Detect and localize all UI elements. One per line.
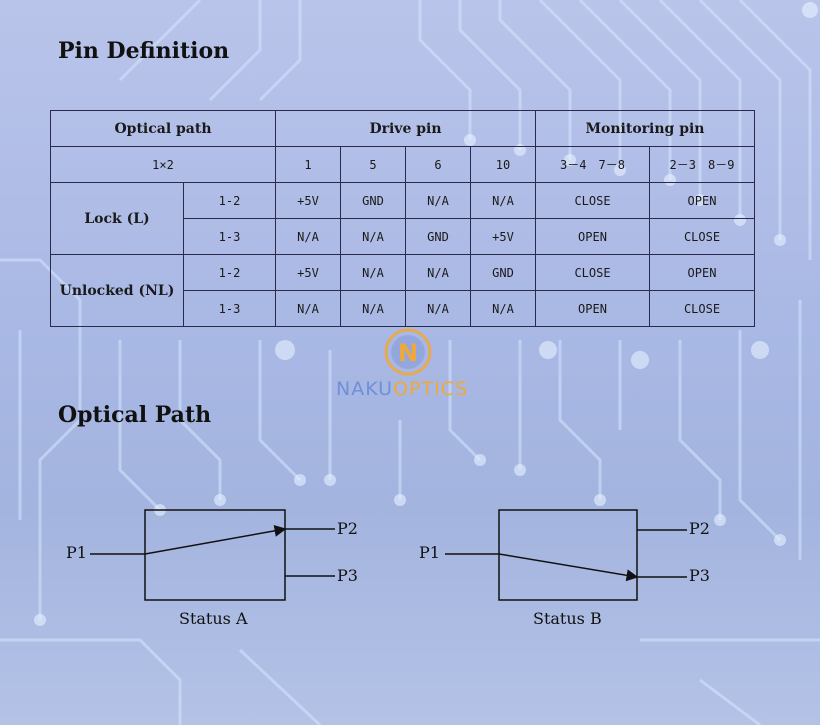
drive-cell: N/A bbox=[470, 182, 536, 219]
drive-cell: N/A bbox=[340, 254, 406, 291]
pin-definition-table: Optical path Drive pin Monitoring pin 1×… bbox=[50, 110, 755, 327]
light-path-arrow bbox=[144, 524, 287, 555]
drive-cell: N/A bbox=[340, 290, 406, 327]
monitor-cell: CLOSE bbox=[535, 254, 650, 291]
drive-cell: N/A bbox=[405, 290, 471, 327]
config-cell: 1×2 bbox=[50, 146, 276, 183]
drive-cell: +5V bbox=[275, 182, 341, 219]
logo-text-optics: OPTICS bbox=[393, 378, 469, 400]
table-header-row: Optical path Drive pin Monitoring pin bbox=[50, 110, 755, 147]
header-monitoring-pin: Monitoring pin bbox=[535, 110, 755, 147]
drive-cell: N/A bbox=[405, 254, 471, 291]
monitor-cell: CLOSE bbox=[649, 290, 755, 327]
nakuoptics-logo: N bbox=[384, 328, 432, 376]
drive-pin-number: 10 bbox=[470, 146, 536, 183]
drive-cell: GND bbox=[405, 218, 471, 255]
monitor-cell: CLOSE bbox=[535, 182, 650, 219]
status-b-diagram: P1 P2 P3 Status B bbox=[415, 495, 735, 635]
drive-cell: N/A bbox=[340, 218, 406, 255]
drive-cell: N/A bbox=[275, 218, 341, 255]
monitor-cell: OPEN bbox=[649, 182, 755, 219]
port-p3-label: P3 bbox=[337, 566, 358, 585]
drive-cell: GND bbox=[470, 254, 536, 291]
switch-box bbox=[498, 509, 638, 601]
port-p2-label: P2 bbox=[689, 519, 710, 538]
drive-cell: GND bbox=[340, 182, 406, 219]
drive-cell: N/A bbox=[405, 182, 471, 219]
pin-definition-heading: Pin Definition bbox=[58, 38, 230, 64]
monitor-pin-pair: 2－3 8－9 bbox=[649, 146, 755, 183]
optical-path-heading: Optical Path bbox=[58, 402, 212, 428]
switch-box bbox=[144, 509, 286, 601]
monitor-cell: OPEN bbox=[649, 254, 755, 291]
header-optical-path: Optical path bbox=[50, 110, 276, 147]
table-row: Unlocked (NL) 1-2 +5V N/A N/A GND CLOSE … bbox=[50, 254, 755, 327]
group-label-unlocked: Unlocked (NL) bbox=[50, 254, 184, 327]
monitor-cell: OPEN bbox=[535, 218, 650, 255]
drive-cell: N/A bbox=[275, 290, 341, 327]
table-row: Lock (L) 1-2 +5V GND N/A N/A CLOSE OPEN bbox=[50, 182, 755, 255]
logo-text-naku: NAKU bbox=[336, 378, 394, 400]
logo-letter: N bbox=[398, 339, 418, 367]
monitor-cell: OPEN bbox=[535, 290, 650, 327]
path-cell: 1-3 bbox=[183, 290, 276, 327]
group-label-lock: Lock (L) bbox=[50, 182, 184, 255]
drive-pin-number: 1 bbox=[275, 146, 341, 183]
path-cell: 1-2 bbox=[183, 254, 276, 291]
table-row: 1-3 N/A N/A N/A N/A OPEN CLOSE bbox=[51, 290, 755, 327]
header-drive-pin: Drive pin bbox=[275, 110, 536, 147]
status-a-diagram: P1 P2 P3 Status A bbox=[60, 495, 380, 635]
port-p1-label: P1 bbox=[419, 543, 440, 562]
port-p1-label: P1 bbox=[66, 543, 87, 562]
drive-cell: N/A bbox=[470, 290, 536, 327]
path-cell: 1-2 bbox=[183, 182, 276, 219]
light-path-arrow bbox=[498, 553, 639, 582]
path-cell: 1-3 bbox=[183, 218, 276, 255]
monitor-pin-pair: 3－4 7－8 bbox=[535, 146, 650, 183]
logo-wordmark: NAKUOPTICS bbox=[336, 378, 468, 400]
table-subheader-row: 1×2 1 5 6 10 3－4 7－8 2－3 8－9 bbox=[50, 146, 755, 183]
port-p3-label: P3 bbox=[689, 566, 710, 585]
status-label: Status A bbox=[179, 609, 248, 628]
drive-pin-number: 6 bbox=[405, 146, 471, 183]
drive-cell: +5V bbox=[470, 218, 536, 255]
port-p2-label: P2 bbox=[337, 519, 358, 538]
status-label: Status B bbox=[533, 609, 602, 628]
drive-pin-number: 5 bbox=[340, 146, 406, 183]
monitor-cell: CLOSE bbox=[649, 218, 755, 255]
drive-cell: +5V bbox=[275, 254, 341, 291]
